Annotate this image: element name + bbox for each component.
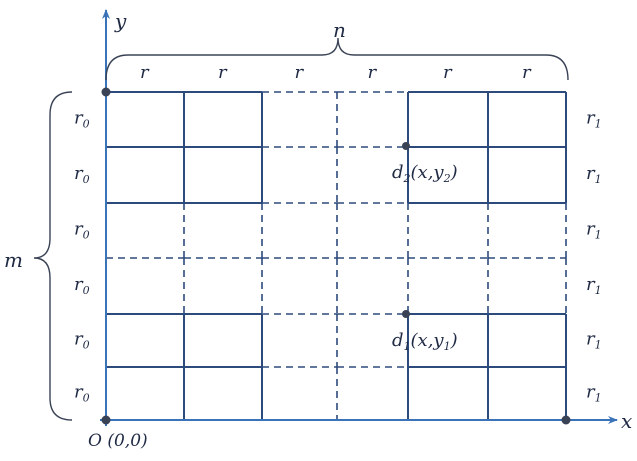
column-width-label: r bbox=[218, 62, 228, 83]
row-height-label: r0 bbox=[74, 219, 90, 242]
row-height-label: r1 bbox=[586, 108, 602, 131]
point-d2-dot bbox=[402, 142, 410, 150]
left-brace bbox=[33, 91, 73, 421]
origin-dot bbox=[101, 415, 111, 425]
row-height-label: r0 bbox=[74, 329, 90, 352]
right-row-labels: r1 r1 r1 r1 r1 r1 bbox=[586, 108, 602, 405]
point-d1-label: d1(x,y1) bbox=[392, 330, 458, 353]
row-height-label: r0 bbox=[74, 382, 90, 405]
left-row-labels: r0 r0 r0 r0 r0 r0 bbox=[74, 108, 90, 405]
x-axis-label: x bbox=[621, 409, 632, 433]
column-width-label: r bbox=[140, 62, 150, 83]
point-d2-label: d2(x,y2) bbox=[392, 162, 458, 185]
top-left-dot bbox=[101, 87, 111, 97]
point-d1-dot bbox=[402, 310, 410, 318]
row-height-label: r0 bbox=[74, 274, 90, 297]
columns-label: n bbox=[333, 18, 346, 42]
column-width-label: r bbox=[522, 62, 532, 83]
bottom-right-dot bbox=[561, 415, 571, 425]
row-height-label: r1 bbox=[586, 382, 602, 405]
rows-label: m bbox=[4, 248, 23, 272]
row-height-label: r1 bbox=[586, 163, 602, 186]
grid-lines bbox=[105, 91, 567, 421]
column-width-label: r bbox=[443, 62, 453, 83]
row-height-label: r0 bbox=[74, 108, 90, 131]
y-axis-label: y bbox=[114, 9, 127, 33]
column-width-label: r bbox=[295, 62, 305, 83]
row-height-label: r1 bbox=[586, 274, 602, 297]
row-height-label: r0 bbox=[74, 163, 90, 186]
top-brace bbox=[105, 37, 569, 81]
origin-label: O (0,0) bbox=[88, 431, 148, 451]
row-height-label: r1 bbox=[586, 219, 602, 242]
row-height-label: r1 bbox=[586, 329, 602, 352]
column-width-label: r bbox=[368, 62, 378, 83]
